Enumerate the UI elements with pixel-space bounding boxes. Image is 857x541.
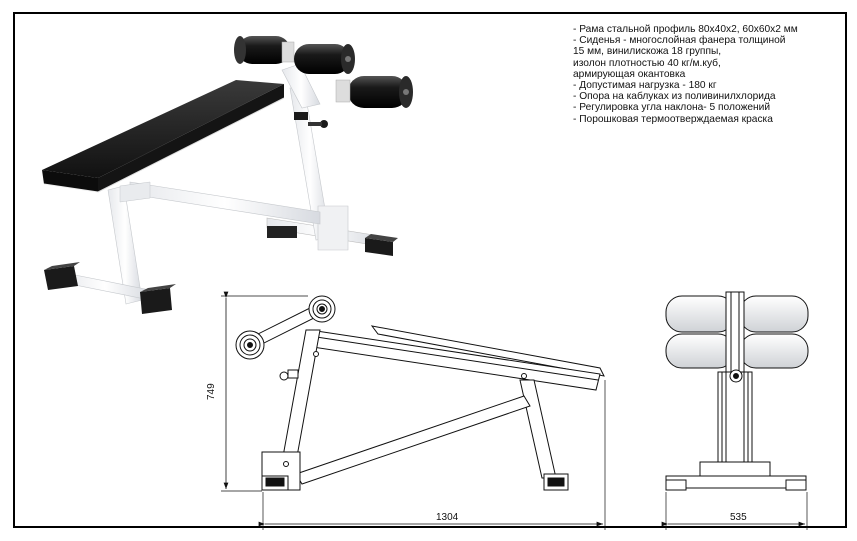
spec-line: - Опора на каблуках из поливинилхлорида bbox=[573, 91, 776, 103]
drawing-frame bbox=[13, 12, 847, 528]
spec-list: - Рама стальной профиль 80х40х2, 60х60х2… bbox=[573, 24, 843, 125]
rear-bracket bbox=[317, 205, 349, 251]
spec-line: 15 мм, винилискожа 18 группы, bbox=[573, 46, 722, 58]
roller-pads bbox=[234, 36, 413, 108]
roller-arm bbox=[281, 63, 321, 109]
front-view bbox=[665, 291, 809, 491]
bench-render bbox=[42, 36, 413, 314]
length-dimension: 1304 bbox=[258, 380, 606, 530]
frame-bar bbox=[129, 181, 321, 225]
adjust-knob bbox=[294, 112, 328, 128]
length-dim-label: 1304 bbox=[436, 512, 459, 523]
spec-line: армирующая окантовка bbox=[573, 68, 686, 80]
spec-line: изолон плотностью 40 кг/м.куб, bbox=[573, 57, 721, 69]
width-dim-label: 535 bbox=[730, 512, 747, 523]
front-base bbox=[44, 262, 176, 314]
side-view bbox=[235, 295, 605, 491]
spec-line: - Допустимая нагрузка - 180 кг bbox=[573, 80, 717, 92]
width-dimension: 535 bbox=[661, 492, 808, 530]
spec-line: - Порошковая термоотверждаемая краска bbox=[573, 113, 773, 125]
spec-line: - Сиденья - многослойная фанера толщиной bbox=[573, 35, 786, 47]
height-dim-label: 749 bbox=[206, 383, 217, 400]
spec-line: - Рама стальной профиль 80х40х2, 60х60х2… bbox=[573, 24, 798, 35]
height-dimension: 749 bbox=[206, 291, 308, 492]
spec-line: - Регулировка угла наклона- 5 положений bbox=[573, 102, 771, 114]
seat-pad bbox=[42, 80, 285, 193]
